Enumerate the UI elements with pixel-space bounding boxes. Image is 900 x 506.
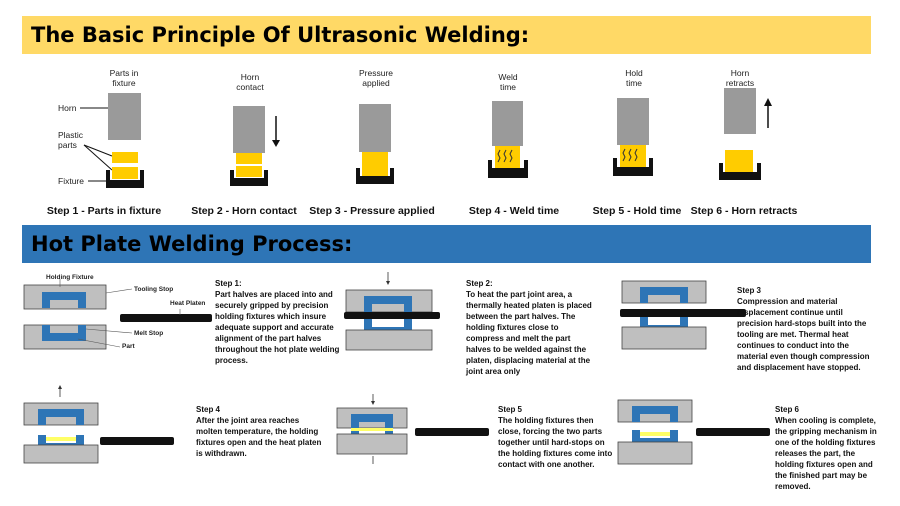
part-4 (495, 146, 520, 168)
hotplate-step-1-text: Part halves are placed into and securely… (215, 290, 340, 365)
hotplate-step-6-title: Step 6 (775, 405, 800, 414)
hotplate-step-4-text: After the joint area reaches molten temp… (196, 416, 322, 458)
hotplate-figure-4 (23, 385, 174, 464)
step-caption-1: Step 1 - Parts in fixture (46, 205, 162, 217)
stage-3-figure (356, 104, 394, 184)
part-bottom-1 (112, 167, 138, 179)
stage-label-6: Horn retracts (725, 68, 755, 88)
hotplate-figure-6 (617, 399, 770, 465)
hotplate-step-6-text: When cooling is complete, the gripping m… (775, 416, 877, 491)
lower-fixture (23, 444, 99, 464)
label-melt-stop: Melt Stop (134, 330, 164, 337)
hotplate-step-2-text: To heat the part joint area, a thermally… (466, 290, 592, 376)
hotplate-step-6: Step 6 When cooling is complete, the gri… (775, 404, 885, 492)
label-heat-platen: Heat Platen (170, 300, 206, 307)
hotplate-figure-5 (336, 394, 489, 464)
horn-2 (233, 106, 265, 153)
hotplate-title-banner: Hot Plate Welding Process: (22, 225, 871, 263)
fixture-6 (719, 163, 761, 180)
hotplate-figure-1 (23, 279, 212, 350)
heat-platen (415, 428, 489, 436)
hotplate-step-4-title: Step 4 (196, 405, 221, 414)
hotplate-figure-2 (344, 272, 440, 351)
part-top-1 (112, 152, 138, 163)
stage-label-3: Pressure applied (358, 68, 394, 88)
upper-part (351, 414, 393, 428)
plastic-parts-label: Plastic parts (58, 130, 84, 150)
vibration-marks-4 (497, 149, 513, 163)
lower-fixture (621, 326, 707, 350)
stage-6-figure (719, 88, 772, 180)
part-3 (362, 152, 388, 176)
stage-5-figure (613, 98, 653, 176)
ultrasonic-title-banner: The Basic Principle Of Ultrasonic Weldin… (22, 16, 871, 54)
fixture-1 (106, 170, 144, 188)
upper-part (42, 292, 86, 308)
step-caption-4: Step 4 - Weld time (468, 205, 560, 217)
stage-2-figure (230, 106, 280, 186)
fixture-2 (230, 170, 268, 186)
horn-1 (108, 93, 141, 140)
upper-part (364, 296, 412, 312)
stage-label-5: Hold time (625, 68, 643, 88)
hotplate-step-3: Step 3 Compression and material displace… (737, 285, 872, 373)
label-holding-fixture: Holding Fixture (46, 274, 94, 281)
heat-platen (100, 437, 174, 445)
melt-zone (640, 432, 670, 436)
horn-label: Horn (58, 103, 77, 113)
label-part: Part (122, 343, 135, 350)
fixture-5 (613, 158, 653, 176)
hotplate-step-2-title: Step 2: (466, 279, 493, 288)
horn-6 (724, 88, 756, 134)
step-caption-5: Step 5 - Hold time (592, 205, 682, 217)
upper-part (632, 406, 678, 422)
ultrasonic-title: The Basic Principle Of Ultrasonic Weldin… (31, 23, 530, 47)
step-caption-6: Step 6 - Horn retracts (690, 205, 798, 217)
part-bottom-2 (236, 166, 262, 177)
heat-platen (120, 314, 212, 322)
lower-fixture (336, 433, 408, 455)
stage-label-4: Weld time (498, 72, 518, 92)
part-top-2 (236, 153, 262, 164)
heat-platen (344, 312, 440, 319)
lower-part (42, 325, 86, 341)
hotplate-step-5-text: The holding fixtures then close, forcing… (498, 416, 613, 469)
hotplate-step-3-text: Compression and material displacement co… (737, 297, 870, 372)
fixture-3 (356, 168, 394, 184)
hotplate-step-1: Step 1: Part halves are placed into and … (215, 278, 345, 366)
part-6 (725, 150, 753, 172)
vibration-marks-5 (622, 148, 638, 162)
stage-4-figure (488, 101, 528, 178)
heat-platen (696, 428, 770, 436)
hotplate-step-2: Step 2: To heat the part joint area, a t… (466, 278, 596, 377)
horn-4 (492, 101, 523, 146)
hotplate-step-1-title: Step 1: (215, 279, 242, 288)
horn-3 (359, 104, 391, 152)
stage-label-1: Parts in fixture (109, 68, 139, 88)
leader-lines (80, 107, 113, 182)
upper-part (38, 409, 84, 425)
melt-zone (46, 437, 76, 441)
part-5 (620, 145, 646, 167)
lower-fixture (345, 329, 433, 351)
fixture-4 (488, 160, 528, 178)
hotplate-step-5-title: Step 5 (498, 405, 523, 414)
stage-1-figure (106, 93, 144, 188)
ultrasonic-stages-diagram (80, 88, 772, 188)
lower-fixture (617, 441, 693, 465)
horn-5 (617, 98, 649, 145)
hotplate-title: Hot Plate Welding Process: (31, 232, 353, 256)
melt-zone (351, 428, 393, 431)
hotplate-step-5: Step 5 The holding fixtures then close, … (498, 404, 613, 470)
stage-label-2: Horn contact (236, 72, 264, 92)
upper-part (640, 287, 688, 303)
hotplate-step-3-title: Step 3 (737, 286, 762, 295)
step-caption-3: Step 3 - Pressure applied (309, 205, 435, 217)
step-caption-2: Step 2 - Horn contact (191, 205, 297, 217)
hotplate-step-4: Step 4 After the joint area reaches molt… (196, 404, 326, 459)
heat-platen (620, 309, 746, 317)
label-tooling-stop: Tooling Stop (134, 286, 174, 293)
hotplate-figure-3 (620, 280, 746, 350)
fixture-label: Fixture (58, 176, 84, 186)
